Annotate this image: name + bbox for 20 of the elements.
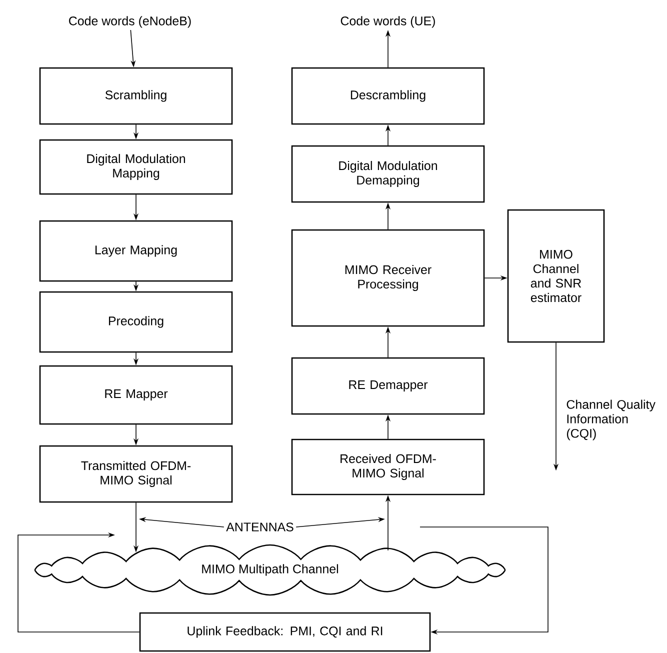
process-box: Digital Modulation Mapping <box>39 139 233 195</box>
caption-text: ANTENNAS <box>226 522 294 532</box>
process-box: Scrambling <box>39 67 233 125</box>
process-box: RE Mapper <box>39 365 233 425</box>
channel-cloud: MIMO Multipath Channel <box>34 544 506 596</box>
edge-label: Channel Quality Information (CQI) <box>566 400 656 440</box>
caption-text: Code words (eNodeB) <box>69 16 191 28</box>
arrow <box>420 526 548 635</box>
caption-text: Code words (UE) <box>340 16 435 28</box>
process-box: Precoding <box>39 291 233 353</box>
process-box: Layer Mapping <box>39 220 233 282</box>
process-box: Descrambling <box>291 67 485 125</box>
arrow <box>18 532 140 632</box>
process-box: Transmitted OFDM-MIMO Signal <box>39 445 233 503</box>
process-box: RE Demapper <box>291 357 485 415</box>
process-box: MIMO Receiver Processing <box>291 229 485 327</box>
process-box: Uplink Feedback: PMI, CQI and RI <box>139 612 431 652</box>
process-box: MIMO Channel and SNR estimator <box>507 209 605 343</box>
process-box: Received OFDM-MIMO Signal <box>291 438 485 496</box>
process-box: Digital Modulation Demapping <box>291 145 485 203</box>
